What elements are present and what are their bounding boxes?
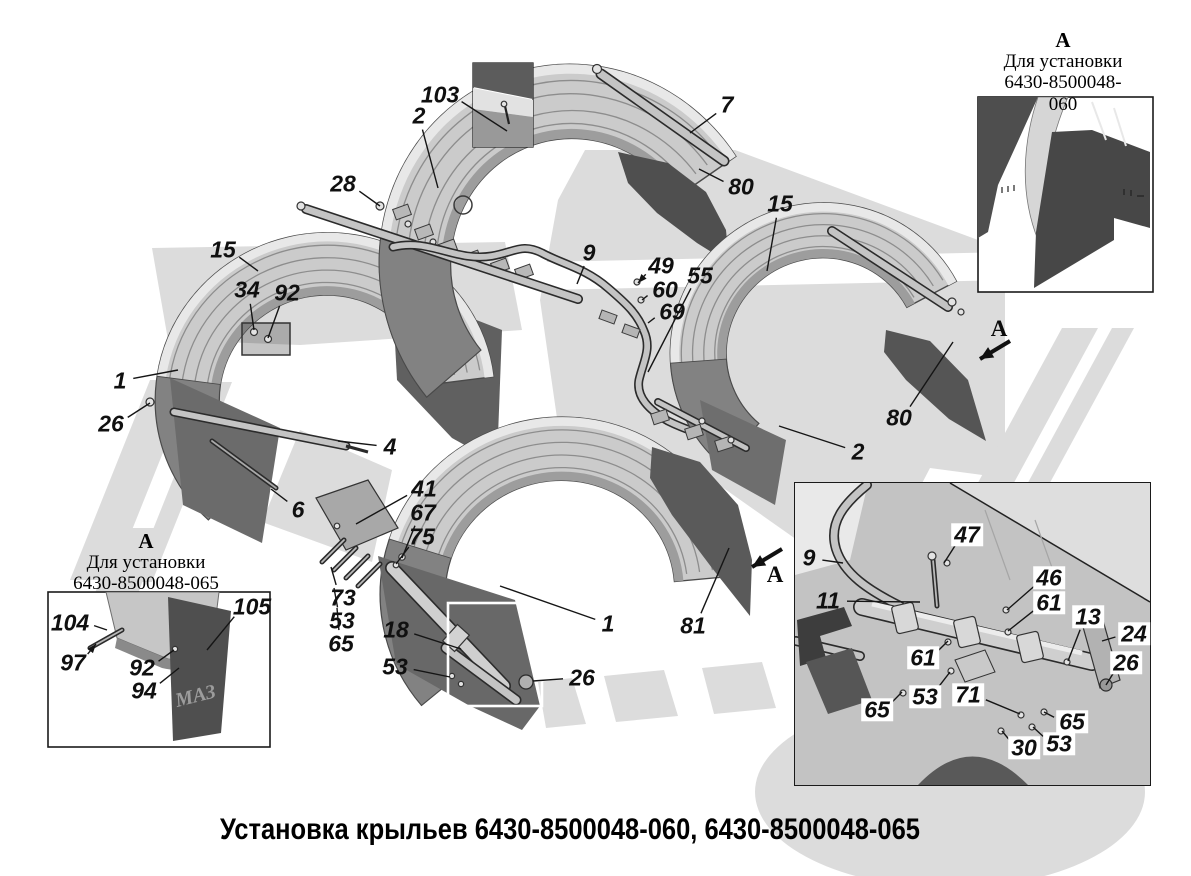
inset-detail-103	[472, 62, 534, 148]
leader-line	[337, 440, 377, 447]
mudflap-rear-right	[884, 330, 986, 441]
inset-view-a-060	[977, 96, 1154, 293]
leader-line	[647, 317, 656, 324]
leader-line	[355, 494, 408, 525]
fender-rear-right-skirt	[700, 400, 786, 505]
leader-line	[985, 699, 1021, 715]
leader-line	[127, 402, 151, 418]
inset-caption-part-number: 6430-8500048-065	[73, 573, 219, 595]
leader-line	[689, 112, 717, 134]
leader-line	[270, 488, 288, 502]
leader-line	[1007, 610, 1034, 632]
page-title: Установка крыльев 6430-8500048-060, 6430…	[220, 813, 920, 846]
leader-line	[532, 678, 564, 682]
leader-line	[330, 566, 337, 586]
inset-caption-line1: Для установки	[1003, 51, 1123, 73]
leader-line	[421, 129, 439, 189]
view-a-marker: А	[1055, 28, 1071, 52]
leader-line	[846, 600, 921, 603]
inset-detail-103-content	[473, 63, 533, 147]
leader-line	[1043, 711, 1055, 718]
leader-line	[267, 305, 281, 339]
inset-view-a-065-content: МАЗ	[87, 592, 231, 741]
leader-line	[1105, 672, 1114, 686]
leader-line	[414, 633, 462, 650]
inset-caption-060: А Для установки 6430-8500048-060	[999, 29, 1127, 115]
leader-line	[576, 265, 585, 285]
leader-line	[700, 547, 730, 614]
fender-front-left	[378, 63, 737, 399]
leader-line	[909, 341, 954, 407]
mudflap-front-right	[650, 447, 752, 616]
inset-caption-065: А Для установки 6430-8500048-065	[73, 530, 219, 595]
leader-line	[333, 587, 339, 608]
leader-line	[395, 546, 410, 565]
fender-rear-left-skirt	[170, 378, 280, 543]
leader-line	[938, 640, 949, 651]
fender-rear-left-hardware	[145, 322, 369, 491]
inset-view-a-060-content	[978, 97, 1150, 288]
leader-line	[158, 649, 175, 662]
leader-line	[647, 287, 692, 373]
leader-line	[1006, 585, 1035, 611]
mudflap-front-left	[618, 152, 729, 263]
leader-line	[413, 668, 451, 678]
detail-frame-box	[446, 601, 544, 708]
leader-line	[943, 545, 956, 564]
leader-line	[641, 295, 649, 301]
leader-line	[336, 607, 340, 631]
leader-line	[937, 671, 951, 688]
leader-line	[249, 303, 255, 331]
leader-line	[1101, 636, 1116, 642]
leader-line	[499, 585, 596, 621]
leader-line	[159, 667, 180, 684]
leader-line	[822, 559, 844, 564]
leader-line	[1067, 629, 1081, 662]
leader-line	[766, 217, 778, 272]
leader-line	[778, 425, 846, 449]
leader-line	[93, 624, 108, 631]
inset-detail-view-content	[795, 483, 1150, 785]
view-a-marker: А	[138, 529, 154, 553]
leader-line	[133, 369, 179, 380]
leader-line	[206, 616, 235, 651]
inset-detail-view	[794, 482, 1151, 786]
leader-line	[238, 256, 259, 272]
leader-line	[698, 168, 724, 183]
bracket-41-hardware	[315, 479, 406, 589]
inset-view-a-065: МАЗ	[47, 591, 271, 748]
fender-rear-right-hardware	[650, 226, 965, 453]
leader-lines	[87, 101, 1116, 740]
leader-line	[461, 101, 508, 132]
leader-line	[1032, 726, 1044, 737]
leader-line	[891, 691, 903, 703]
leader-line	[1001, 730, 1010, 740]
inset-caption-line1: Для установки	[86, 552, 206, 574]
leader-line	[358, 190, 381, 207]
inset-caption-part-number: 6430-8500048-060	[1004, 72, 1122, 115]
view-arrows	[750, 339, 1012, 569]
